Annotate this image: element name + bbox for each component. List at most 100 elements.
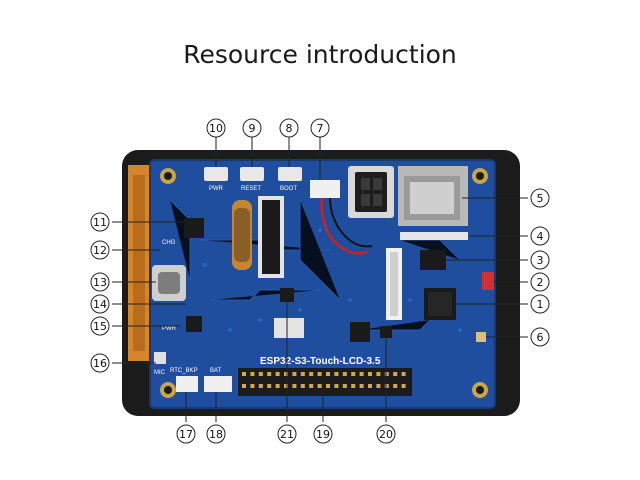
- mic-part: [154, 352, 166, 364]
- callout-circle-19: [313, 424, 333, 444]
- callout-label-10: 10: [209, 122, 223, 135]
- header-pin: [267, 372, 272, 376]
- header-pin: [258, 384, 263, 388]
- silk-reset: RESET: [241, 186, 261, 192]
- callout-label-21: 21: [280, 428, 294, 441]
- bat-connector: [204, 376, 232, 392]
- callout-label-4: 4: [537, 230, 544, 243]
- callout-circle-16: [90, 353, 110, 373]
- header-pin: [393, 384, 398, 388]
- page-title: Resource introduction: [183, 40, 457, 69]
- pin-header: [238, 368, 412, 396]
- header-pin: [292, 372, 297, 376]
- rtc-connector: [176, 376, 198, 392]
- header-pin: [384, 372, 389, 376]
- callout-circle-15: [90, 316, 110, 336]
- header-pin: [275, 384, 280, 388]
- callout-circle-11: [90, 212, 110, 232]
- callout-circle-6: [530, 327, 550, 347]
- header-pin: [393, 372, 398, 376]
- fpc-connector-4: [400, 232, 468, 240]
- silk-pwr-side: PWR: [162, 326, 177, 332]
- header-pin: [401, 372, 406, 376]
- header-pin: [300, 384, 305, 388]
- header-pin: [351, 384, 356, 388]
- silk-bat: BAT: [210, 368, 222, 374]
- header-pin: [317, 372, 322, 376]
- chip-11: [184, 218, 204, 238]
- callout-label-5: 5: [537, 192, 544, 205]
- header-pin: [359, 372, 364, 376]
- callout-circle-8: [279, 118, 299, 138]
- header-pin: [242, 372, 246, 376]
- callout-label-13: 13: [93, 276, 107, 289]
- header-pin: [376, 372, 381, 376]
- silk-pwr-top: PWR: [209, 186, 224, 192]
- callout-label-9: 9: [249, 122, 256, 135]
- top-buttons: [204, 167, 302, 181]
- header-pin: [317, 384, 322, 388]
- callout-circle-10: [206, 118, 226, 138]
- callout-label-15: 15: [93, 320, 107, 333]
- silk-chg: CHG: [162, 240, 176, 246]
- callout-label-2: 2: [537, 276, 544, 289]
- header-pin: [284, 372, 288, 376]
- header-pin: [242, 384, 246, 388]
- antenna: [476, 332, 486, 342]
- callout-circle-5: [530, 188, 550, 208]
- header-pin: [342, 372, 347, 376]
- callout-circle-9: [242, 118, 262, 138]
- header-pins: [242, 372, 406, 388]
- callout-label-18: 18: [209, 428, 223, 441]
- silk-mic: MIC: [154, 370, 166, 376]
- header-pin: [309, 384, 314, 388]
- leader-lines: [112, 136, 528, 422]
- capacitor: [232, 200, 252, 270]
- silk-rtc-bkp: RTC_BKP: [170, 368, 198, 374]
- header-pin: [368, 372, 372, 376]
- header-pin: [401, 384, 406, 388]
- callout-label-11: 11: [93, 216, 107, 229]
- header-pin: [326, 384, 330, 388]
- board-name: ESP32-S3-Touch-LCD-3.5: [260, 356, 381, 367]
- chip-3: [420, 250, 446, 270]
- red-component: [482, 272, 494, 290]
- callout-label-1: 1: [537, 298, 544, 311]
- callout-circle-1: [530, 294, 550, 314]
- chip-15: [186, 316, 202, 332]
- callout-label-7: 7: [317, 122, 324, 135]
- chip-center: [350, 322, 370, 342]
- header-pin: [368, 384, 372, 388]
- header-pin: [258, 372, 263, 376]
- chip-20: [380, 326, 392, 338]
- header-pin: [284, 384, 288, 388]
- callout-circle-18: [206, 424, 226, 444]
- callout-label-20: 20: [379, 428, 393, 441]
- header-pin: [326, 372, 330, 376]
- callout-circle-12: [90, 240, 110, 260]
- callout-circle-21: [277, 424, 297, 444]
- callout-label-12: 12: [93, 244, 107, 257]
- small-connector: [274, 318, 304, 338]
- header-pin: [267, 384, 272, 388]
- header-pin: [250, 384, 255, 388]
- callout-label-14: 14: [93, 298, 107, 311]
- header-pin: [292, 384, 297, 388]
- callout-label-19: 19: [316, 428, 330, 441]
- header-pin: [376, 384, 381, 388]
- header-pin: [351, 372, 356, 376]
- callout-circle-2: [530, 272, 550, 292]
- callout-label-3: 3: [537, 254, 544, 267]
- header-pin: [334, 384, 339, 388]
- header-pin: [250, 372, 255, 376]
- callout-circle-20: [376, 424, 396, 444]
- mounting-holes: [160, 168, 488, 398]
- callout-label-16: 16: [93, 357, 107, 370]
- callout-circle-14: [90, 294, 110, 314]
- chip-21: [280, 288, 294, 302]
- callout-label-6: 6: [537, 331, 544, 344]
- callout-circle-3: [530, 250, 550, 270]
- callout-circle-17: [176, 424, 196, 444]
